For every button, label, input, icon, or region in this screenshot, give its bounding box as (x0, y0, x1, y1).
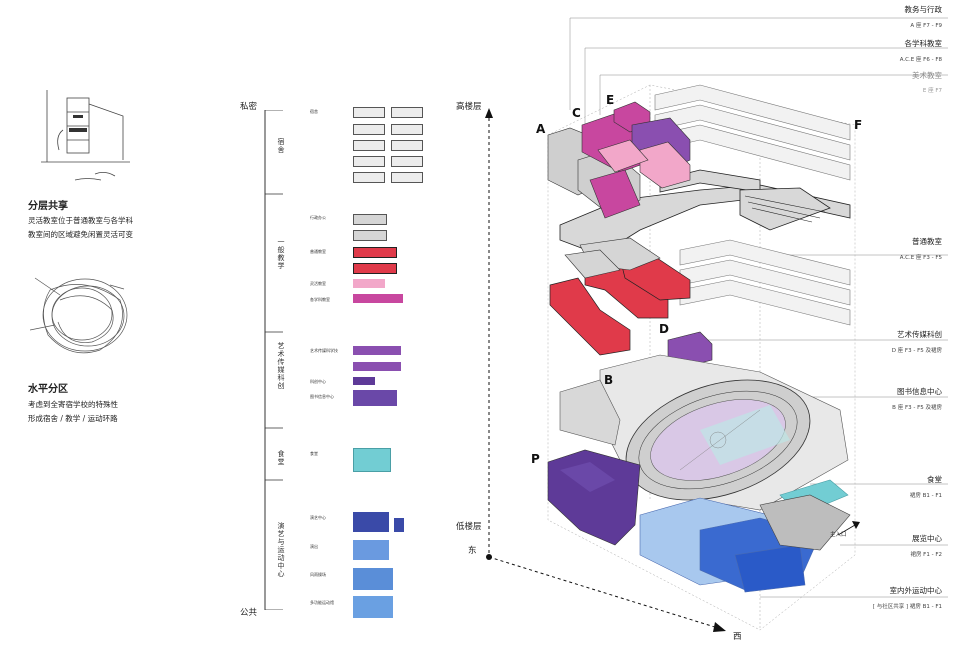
block-label-a: A (536, 122, 546, 136)
swatch-label: 科创中心 (310, 379, 326, 384)
swatch-label: 食堂 (310, 451, 318, 456)
block-label-d: D (659, 322, 669, 336)
category-sub-exhibition: 裙房 F1 - F2 (910, 552, 942, 558)
swatch-label: 普通教室 (310, 249, 326, 254)
axis-label-low: 低楼层 (456, 522, 482, 532)
dorm-swatch (391, 107, 423, 118)
category-sub-library: B 座 F3 - F5 及裙房 (892, 405, 942, 411)
group-label-canteen: 食堂 (277, 450, 285, 466)
swatch-subject-classroom (353, 294, 403, 303)
dorm-swatch (391, 124, 423, 135)
block-label-f: F (854, 118, 863, 132)
main-entrance-label: 主入口 (830, 532, 847, 538)
category-title-subject: 各学科教室 (904, 39, 943, 48)
dorm-swatch (353, 140, 385, 151)
swatch-label: 演艺中心 (310, 515, 326, 520)
swatch-label: 风雨操场 (310, 572, 326, 577)
axis-label-public: 公共 (240, 608, 258, 618)
horizontal-axis (488, 556, 719, 629)
swatch-label: 各学科教室 (310, 297, 330, 302)
swatch-label: 多功能运动馆 (310, 600, 334, 605)
category-title-general: 普通教室 (912, 237, 942, 246)
sketch-shared-layers (41, 90, 130, 181)
swatch-show (353, 540, 389, 560)
axis-arrow-west (713, 622, 726, 632)
category-sub-sports: [ 与社区共享 ] 裙房 B1 - F1 (872, 604, 942, 610)
category-sub-art: E 座 F7 (922, 88, 942, 94)
category-title-arts-media: 艺术传媒科创 (897, 330, 942, 339)
category-sub-arts-media: D 座 F3 - F5 及裙房 (891, 348, 942, 354)
dorm-swatch (353, 172, 385, 183)
category-title-admin: 教务与行政 (904, 5, 943, 14)
swatch-admin (353, 214, 387, 225)
dorm-swatch (353, 107, 385, 118)
dorm-swatch (353, 124, 385, 135)
swatch-label: 艺术传媒科学技 (310, 348, 338, 353)
category-sub-admin: A 座 F7 - F9 (910, 23, 942, 29)
axis-label-private: 私密 (240, 102, 258, 112)
swatch-gym (353, 568, 393, 590)
privacy-axis (264, 110, 283, 610)
block-label-e: E (606, 93, 615, 107)
category-title-exhibition: 展览中心 (912, 534, 942, 543)
swatch-canteen (353, 448, 391, 472)
swatch-performance-center (353, 512, 389, 532)
axis-label-west: 西 (733, 632, 742, 642)
section-title-zoning: 水平分区 (28, 384, 68, 395)
axis-arrow-up (485, 108, 493, 118)
swatch-innovation (353, 377, 375, 385)
axis-label-east: 东 (468, 546, 477, 556)
category-title-library: 图书信息中心 (897, 387, 942, 396)
category-sub-general: A.C.E 座 F3 - F5 (899, 255, 942, 261)
dorm-swatch (391, 156, 423, 167)
group-label-teaching: 一般教学 (277, 238, 285, 270)
swatch-general-classroom (353, 247, 397, 258)
category-title-art: 美术教室 (912, 71, 942, 80)
swatch-label: 图书信息中心 (310, 394, 334, 399)
sketch-horizontal-zoning (30, 277, 128, 354)
group-label-dorm: 宿舍 (277, 138, 285, 154)
category-title-sports: 室内外运动中心 (889, 586, 943, 595)
swatch-general-classroom-2 (353, 263, 397, 274)
section-desc-zoning: 考虑到全寄宿学校的特殊性 形成宿舍 / 教学 / 运动环路 (28, 400, 118, 423)
axis-label-high: 高楼层 (456, 102, 482, 112)
entry-arrow (837, 524, 856, 536)
block-label-b: B (604, 373, 614, 387)
swatch-performance-center-2 (394, 518, 404, 532)
swatch-label: 演出 (310, 544, 318, 549)
dorm-swatch (353, 156, 385, 167)
block-label-c: C (572, 106, 581, 120)
swatch-arts-media-2 (353, 362, 401, 371)
axonometric-diagram (485, 17, 948, 632)
block-label-p: P (531, 452, 540, 466)
section-desc-shared: 灵活教室位于普通教室与各学科 教室间的区域避免闲置灵活可变 (28, 216, 133, 239)
category-title-canteen: 食堂 (927, 475, 942, 484)
swatch-library (353, 390, 397, 406)
category-sub-canteen: 裙房 B1 - F1 (909, 493, 942, 499)
swatch-label: 行政办公 (310, 215, 326, 220)
swatch-multi-sports (353, 596, 393, 618)
swatch-admin-2 (353, 230, 387, 241)
swatch-flex-classroom (353, 279, 385, 288)
swatch-label: 灵活教室 (310, 281, 326, 286)
swatch-arts-media (353, 346, 401, 355)
swatch-label: 宿舍 (310, 109, 318, 114)
dorm-swatch (391, 172, 423, 183)
group-label-arts: 艺术传媒科创 (277, 342, 285, 390)
dorm-swatch (391, 140, 423, 151)
category-sub-subject: A.C.E 座 F6 - F8 (899, 57, 942, 63)
section-title-shared: 分层共享 (28, 201, 68, 212)
group-label-sports: 演艺与运动中心 (277, 522, 285, 578)
